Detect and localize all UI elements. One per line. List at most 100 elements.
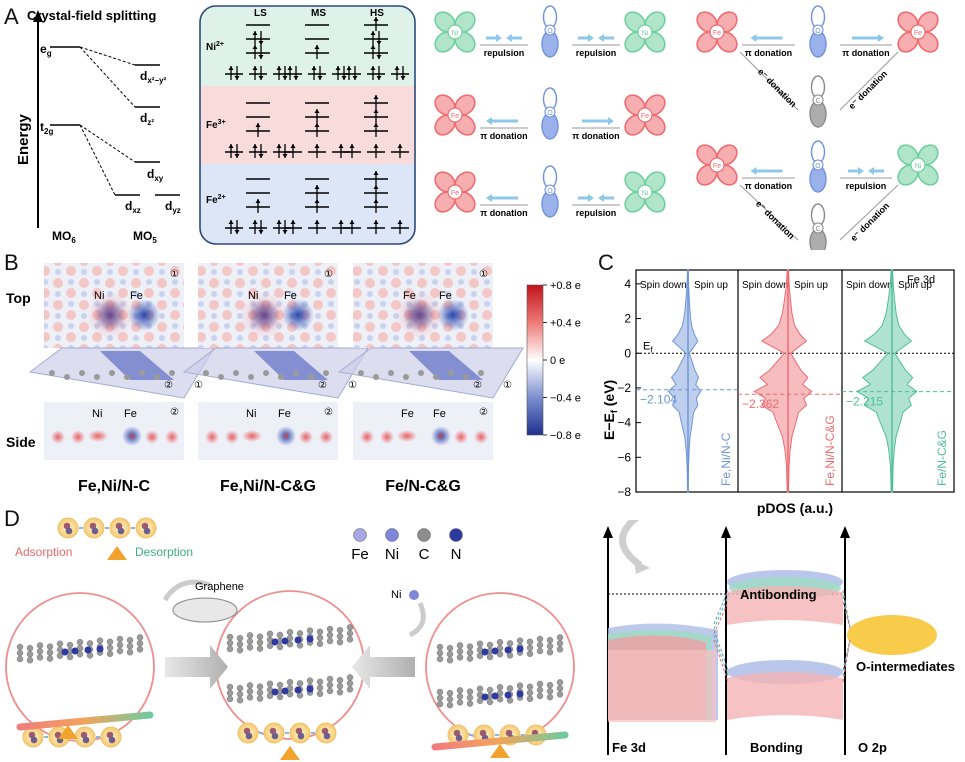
dyz-label: d (165, 199, 172, 213)
electron-arrowhead (252, 45, 258, 49)
electron-arrowhead (341, 76, 347, 80)
electron-arrowhead (290, 220, 296, 224)
ion-label-0: Ni (206, 42, 216, 53)
electron-arrowhead (276, 220, 282, 224)
spin-down-label: Spin down (640, 280, 687, 291)
panel-label-d: D (4, 506, 20, 531)
electron-arrowhead (311, 66, 317, 70)
electron-arrowhead (255, 123, 261, 127)
electron-arrowhead (252, 31, 258, 35)
svg-text:Fe2+: Fe2+ (206, 194, 226, 206)
electron-arrowhead (335, 66, 341, 70)
svg-text:repulsion: repulsion (576, 48, 617, 58)
electron-arrowhead (400, 76, 406, 80)
svg-text:Fe: Fe (713, 163, 721, 170)
y-tick-label: −8 (617, 485, 631, 499)
electron-arrowhead (228, 144, 234, 148)
atom-label: Ni (246, 408, 256, 420)
fe-orbital-icon: Fe (434, 171, 476, 213)
svg-text:dxy: dxy (147, 167, 164, 183)
graphene-support-sheet (226, 674, 354, 704)
y-tick-label: −6 (617, 450, 631, 464)
svg-text:Fe: Fe (914, 30, 922, 37)
fe3d-label: Fe 3d (612, 740, 646, 755)
legend-atom-c-icon (417, 528, 431, 542)
spin-down-dos-curve (667, 269, 689, 493)
dx2y2-label: d (140, 69, 147, 83)
electron-arrowhead (346, 66, 352, 70)
e-donation-interaction: e⁻ donation (739, 51, 798, 111)
catalyst-name: Fe,Ni/N-C (78, 478, 150, 495)
balance-tilted-left (16, 711, 154, 739)
ion-charge-1: 3+ (218, 119, 226, 126)
svg-text:Ni: Ni (452, 30, 459, 37)
site-marker: ② (473, 380, 482, 391)
svg-text:eg: eg (40, 42, 52, 58)
spin-up-dos-curve (787, 269, 813, 493)
svg-text:t2g: t2g (40, 120, 53, 136)
electron-arrowhead (376, 41, 382, 45)
svg-text:C: C (815, 226, 820, 233)
graphene-label: Graphene (195, 581, 244, 593)
e-donation-interaction: e⁻ donation (839, 184, 899, 243)
svg-text:π donation: π donation (480, 131, 527, 141)
pi-donation-interaction: π donation (480, 117, 528, 141)
site-marker: ① (348, 380, 357, 391)
ion-label-1: Fe (206, 120, 218, 131)
svg-text:Ni: Ni (642, 30, 649, 37)
atom-label: Fe (401, 408, 414, 420)
t2g-label: t (40, 120, 44, 134)
spin-state-ls: LS (254, 8, 267, 19)
legend-atom-n-icon (449, 528, 463, 542)
electron-arrowhead (276, 144, 282, 148)
spin-up-label: Spin up (794, 280, 828, 291)
electron-arrowhead (282, 230, 288, 234)
svg-text:Fe: Fe (451, 113, 459, 120)
y-tick-label: −2 (617, 381, 631, 395)
colorbar-tick: −0.8 e (550, 430, 581, 442)
electron-arrowhead (258, 41, 264, 45)
electron-arrowhead (234, 154, 240, 158)
desorption-label: Desorption (135, 545, 193, 559)
pi-donation-interaction: π donation (480, 194, 528, 218)
site-marker: ② (324, 407, 333, 418)
electron-arrowhead (282, 76, 288, 80)
spin-down-label: Spin down (846, 280, 893, 291)
transition-arrow-left (352, 645, 415, 689)
electron-arrowhead (373, 171, 379, 175)
svg-text:Fe3+: Fe3+ (206, 119, 226, 131)
spin-up-dos-curve (687, 269, 702, 493)
e-donation-interaction: e⁻ donation (739, 184, 799, 241)
atom-label: Fe (278, 408, 291, 420)
dx2y2-sub: x²−y² (147, 76, 166, 85)
electron-arrowhead (258, 76, 264, 80)
electron-arrowhead (314, 109, 320, 113)
e-donation-interaction: e⁻ donation (839, 51, 899, 111)
site-marker: ② (479, 407, 488, 418)
ion-charge-2: 2+ (218, 194, 226, 201)
electron-arrowhead (376, 55, 382, 59)
d-band-center-value: −2.362 (742, 397, 779, 411)
electron-arrowhead (252, 66, 258, 70)
svg-text:O: O (815, 163, 821, 170)
y-tick-label: 0 (624, 346, 631, 360)
dxy-sub: xy (154, 174, 163, 183)
svg-text:O: O (547, 28, 553, 35)
electron-arrowhead (252, 144, 258, 148)
atom-label: Fe (124, 408, 137, 420)
pdos-ylabel-sub: f (609, 409, 619, 413)
site-marker: ① (479, 269, 488, 280)
svg-text:repulsion: repulsion (846, 181, 887, 191)
c-orbital-icon: C (809, 203, 827, 250)
panel-label-b: B (4, 250, 19, 275)
o2p-label: O 2p (858, 740, 887, 755)
eg-label: e (40, 42, 47, 56)
svg-text:dx²−y²: dx²−y² (140, 69, 167, 85)
electron-arrowhead (370, 66, 376, 70)
y-tick-label: 4 (624, 277, 631, 291)
electron-arrowhead (338, 220, 344, 224)
fermi-sub: f (650, 345, 653, 354)
